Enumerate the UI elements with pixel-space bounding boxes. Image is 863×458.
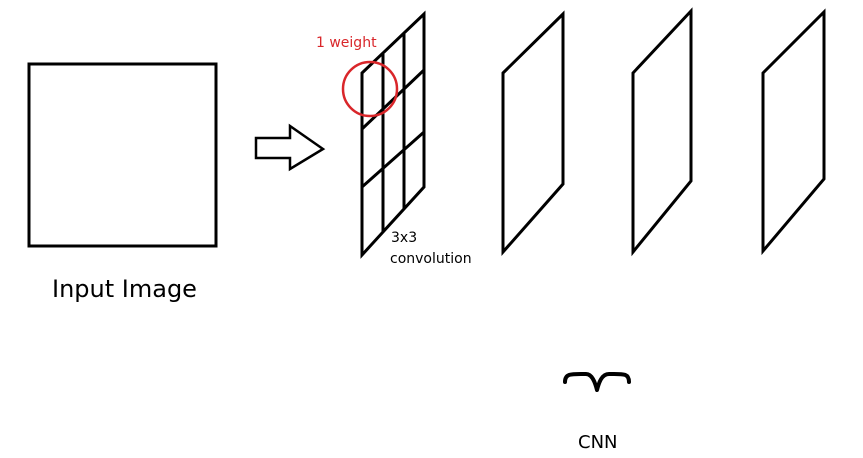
feature-map-layer-2: [631, 7, 693, 257]
feature-map-layer-3: [761, 8, 826, 256]
weight-label: 1 weight: [316, 35, 377, 51]
right-arrow-icon: [254, 123, 326, 172]
grid-horizontal-line-2: [361, 130, 425, 189]
convolution-size-label: 3x3: [391, 230, 417, 246]
cnn-label: CNN: [578, 432, 618, 453]
curly-brace-icon: [563, 371, 631, 392]
weight-highlight-circle: [341, 60, 399, 118]
grid-horizontal-line-1: [360, 68, 426, 131]
convolution-layer-frame: [360, 10, 426, 259]
convolution-label: convolution: [390, 251, 472, 267]
feature-map-layer-1: [501, 10, 565, 256]
input-image-label: Input Image: [52, 275, 197, 303]
input-image-box: [27, 62, 218, 248]
convolution-layer: [360, 10, 426, 259]
